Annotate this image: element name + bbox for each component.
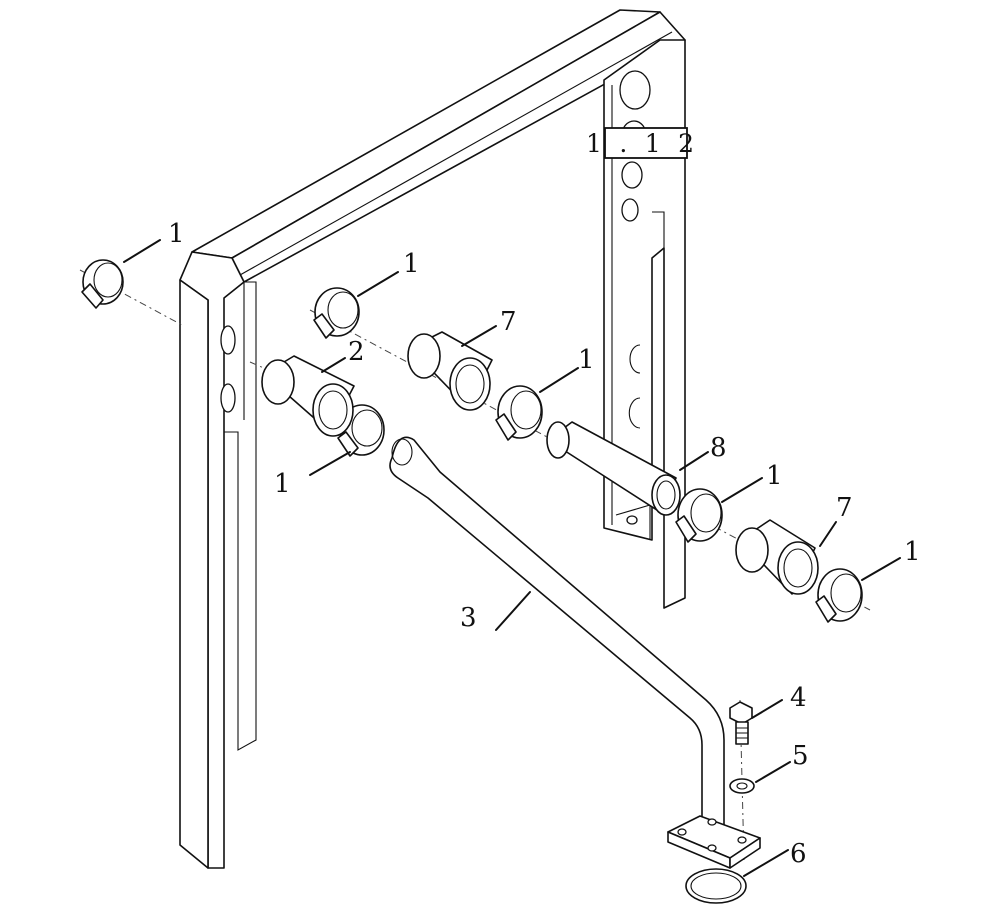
- washer: [729, 778, 755, 794]
- hose-clamp-right-lower: [815, 568, 863, 623]
- callout-clamp-right-lower: 1: [904, 537, 921, 567]
- callout-clamp-right-upper: 1: [766, 461, 783, 491]
- hose-middle: [407, 331, 493, 411]
- callout-tube: 8: [710, 433, 727, 463]
- reference-box: 1 . 1 2: [586, 127, 694, 159]
- bolt: [729, 701, 753, 745]
- callout-clamp-far-left: 1: [168, 219, 185, 249]
- callout-seal-ring: 6: [790, 839, 807, 869]
- callout-clamp-middle: 1: [578, 345, 595, 375]
- callout-labels: 1 1 2 7 1 1 8 1 7 1 3 4 5 6: [168, 219, 921, 869]
- tube: [546, 421, 681, 516]
- callout-hose-left: 2: [348, 337, 365, 367]
- hose-clamp-middle: [495, 385, 543, 441]
- hose-clamp-right-upper: [675, 488, 723, 543]
- seal-ring: [685, 868, 747, 904]
- hose-right: [735, 519, 819, 595]
- callout-hose-middle: 7: [500, 307, 517, 337]
- callout-bolt: 4: [790, 683, 807, 713]
- callout-pipe: 3: [460, 603, 477, 633]
- hose-left: [261, 355, 355, 437]
- callout-clamp-upper-left: 1: [403, 249, 420, 279]
- callout-washer: 5: [792, 741, 809, 771]
- leader-lines: [123, 239, 901, 877]
- hose-clamp-far-left: [81, 259, 124, 309]
- pipe: [389, 436, 761, 869]
- callout-hose-right: 7: [836, 493, 853, 523]
- callout-clamp-lower-left: 1: [274, 469, 291, 499]
- hose-clamp-upper-left: [313, 287, 360, 339]
